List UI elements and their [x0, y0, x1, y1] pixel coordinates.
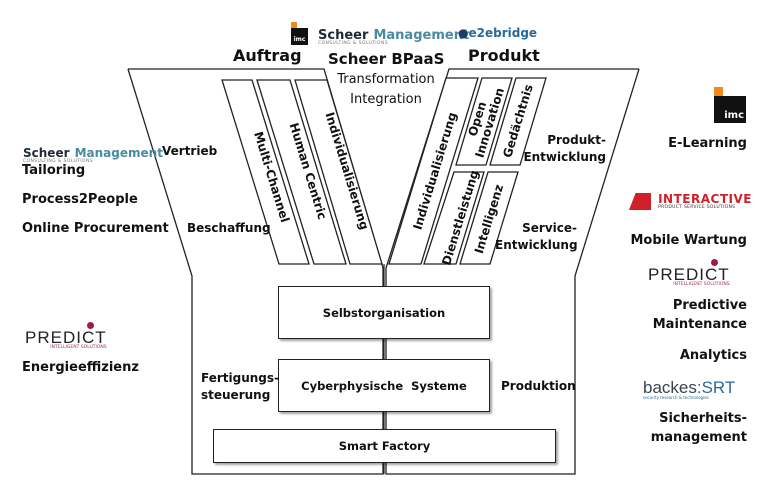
- bar-intelligenz: [459, 171, 519, 265]
- produkt-entwicklung-line2: Entwicklung: [523, 150, 606, 164]
- interactive-mark-icon: [629, 193, 651, 210]
- maintenance-label: Maintenance: [652, 317, 747, 332]
- bar-gedaechtnis: [489, 77, 547, 166]
- frame-right-outline: [385, 68, 640, 475]
- fertigungssteuerung-line2: steuerung: [201, 388, 271, 402]
- produktion-label: Produktion: [501, 379, 576, 393]
- frame-left-outline: [127, 68, 384, 475]
- scheer-management-logo-left: Scheer Management CONSULTING & SOLUTIONS: [23, 146, 163, 164]
- integration-label: Integration: [350, 92, 422, 107]
- backes-srt-logo: backes:SRT security research & technolog…: [643, 378, 736, 400]
- interactive-logo: INTERACTIVE PRODUCT SERVICE SOLUTIONS: [629, 193, 752, 212]
- auftrag-title: Auftrag: [233, 46, 302, 65]
- energieeffizienz-label: Energieeffizienz: [22, 360, 139, 375]
- predict-dot-icon: [87, 322, 94, 329]
- imc-logo-dot: [291, 22, 297, 28]
- bar-open-innovation: [455, 77, 513, 166]
- process2people-label: Process2People: [22, 192, 138, 207]
- scheer-management-logo-top: Scheer Management CONSULTING & SOLUTIONS: [318, 28, 470, 46]
- imc-logo-dot-right: [714, 87, 723, 96]
- bar-individualisierung-left: [294, 79, 383, 265]
- online-procurement-label: Online Procurement: [22, 221, 169, 236]
- bar-multi-channel: [221, 79, 310, 265]
- bar-individualisierung-right: [388, 77, 479, 265]
- selbstorganisation-box: Selbstorganisation: [278, 286, 490, 339]
- beschaffung-label: Beschaffung: [187, 221, 271, 235]
- bpaas-title: Scheer BPaaS: [328, 50, 445, 68]
- imc-logo-right: imc: [714, 96, 746, 123]
- sicherheits-label: Sicherheits-: [659, 411, 747, 426]
- imc-logo-small: imc: [291, 28, 308, 45]
- mobile-wartung-label: Mobile Wartung: [630, 233, 747, 248]
- smart-factory-box: Smart Factory: [213, 429, 556, 463]
- management-label: management: [650, 430, 747, 445]
- predictive-label: Predictive: [672, 298, 747, 313]
- produkt-entwicklung-line1: Produkt-: [547, 133, 606, 147]
- fertigungssteuerung-line1: Fertigungs-: [201, 371, 280, 385]
- predict-logo-left: PREDICT INTELLIGENT SOLUTIONS: [25, 322, 107, 350]
- predict-dot-icon: [711, 259, 718, 266]
- service-entwicklung-line2: Entwicklung: [495, 238, 578, 252]
- cyberphysische-systeme-box: Cyberphysische Systeme: [278, 359, 490, 412]
- service-entwicklung-line1: Service-: [522, 221, 577, 235]
- analytics-label: Analytics: [679, 348, 747, 363]
- produkt-title: Produkt: [468, 46, 540, 65]
- transformation-label: Transformation: [337, 72, 435, 87]
- predict-logo-right: PREDICT INTELLIGENT SOLUTIONS: [648, 259, 730, 287]
- e2ebridge-logo: ●e2ebridge: [458, 26, 538, 40]
- elearning-label: E-Learning: [668, 136, 747, 151]
- bar-dienstleistung: [423, 171, 485, 265]
- bar-human-centric: [256, 79, 347, 265]
- vertrieb-label: Vertrieb: [162, 144, 218, 158]
- tailoring-label: Tailoring: [22, 163, 86, 178]
